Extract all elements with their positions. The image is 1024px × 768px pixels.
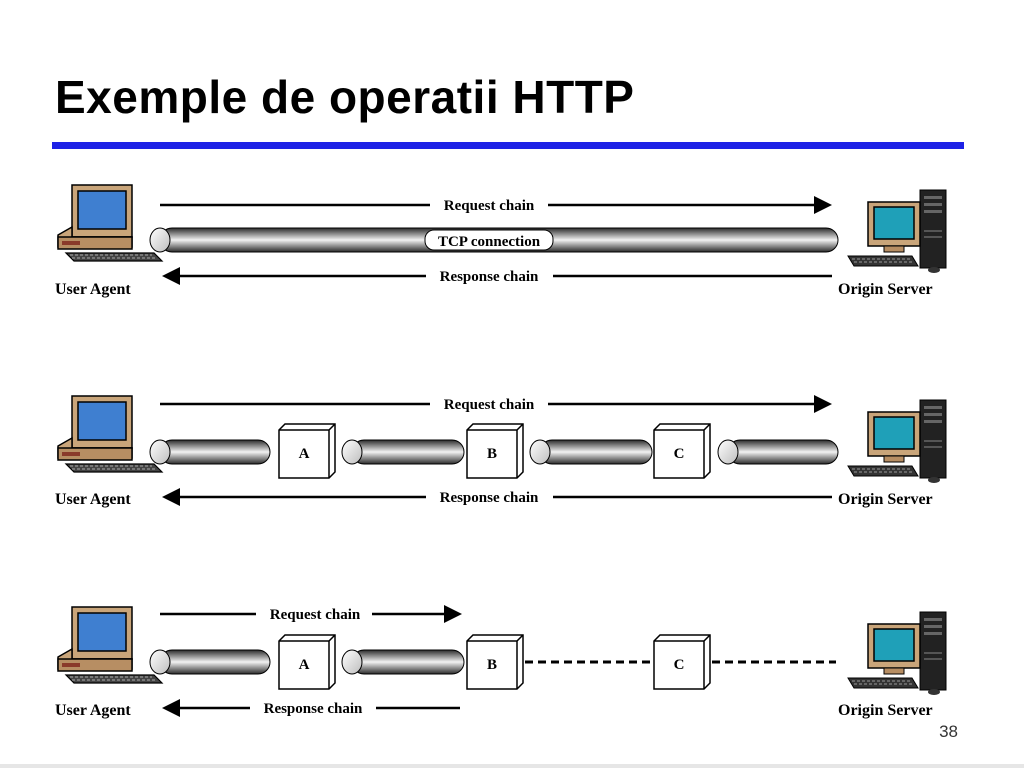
svg-text:A: A bbox=[299, 657, 310, 673]
pipe-segment bbox=[717, 439, 839, 465]
origin-server-icon bbox=[847, 611, 947, 696]
response-arrowhead bbox=[162, 488, 180, 506]
row-direct-connection: Request chain TCP connection Response ch… bbox=[55, 184, 947, 298]
request-arrowhead bbox=[444, 605, 462, 623]
origin-server-label: Origin Server bbox=[838, 491, 933, 508]
request-arrowhead bbox=[814, 395, 832, 413]
origin-server-icon bbox=[847, 399, 947, 484]
page-number: 38 bbox=[939, 722, 958, 741]
response-chain-label: Response chain bbox=[440, 269, 539, 285]
title-underline bbox=[52, 142, 964, 149]
footer-divider bbox=[0, 764, 1024, 768]
pipe-segment bbox=[149, 439, 271, 465]
tcp-connection-label: TCP connection bbox=[438, 234, 541, 250]
request-chain-label: Request chain bbox=[444, 198, 535, 214]
row-cached-response: Request chain A B C Response chain User … bbox=[55, 605, 947, 719]
svg-text:B: B bbox=[487, 446, 497, 462]
slide-title: Exemple de operatii HTTP bbox=[55, 71, 635, 123]
pipe-segment bbox=[341, 649, 465, 675]
response-chain-label: Response chain bbox=[440, 490, 539, 506]
pipe-segment bbox=[149, 649, 271, 675]
intermediary-a: A bbox=[278, 634, 336, 690]
tcp-connection-pipe: TCP connection bbox=[149, 227, 839, 253]
intermediary-b: B bbox=[466, 634, 524, 690]
request-chain-label: Request chain bbox=[270, 607, 361, 623]
svg-text:A: A bbox=[299, 446, 310, 462]
user-agent-label: User Agent bbox=[55, 281, 131, 298]
intermediary-a: A bbox=[278, 423, 336, 479]
response-arrowhead bbox=[162, 267, 180, 285]
intermediary-c: C bbox=[653, 423, 711, 479]
origin-server-label: Origin Server bbox=[838, 281, 933, 298]
origin-server-icon bbox=[847, 189, 947, 274]
user-agent-computer-icon bbox=[57, 184, 163, 262]
svg-text:C: C bbox=[674, 657, 685, 673]
svg-text:C: C bbox=[674, 446, 685, 462]
intermediary-c: C bbox=[653, 634, 711, 690]
response-arrowhead bbox=[162, 699, 180, 717]
user-agent-computer-icon bbox=[57, 606, 163, 684]
user-agent-label: User Agent bbox=[55, 702, 131, 719]
svg-text:B: B bbox=[487, 657, 497, 673]
origin-server-label: Origin Server bbox=[838, 702, 933, 719]
response-chain-label: Response chain bbox=[264, 701, 363, 717]
request-chain-label: Request chain bbox=[444, 397, 535, 413]
user-agent-computer-icon bbox=[57, 395, 163, 473]
pipe-segment bbox=[529, 439, 653, 465]
user-agent-label: User Agent bbox=[55, 491, 131, 508]
pipe-segment bbox=[341, 439, 465, 465]
intermediary-b: B bbox=[466, 423, 524, 479]
row-via-intermediaries: Request chain A B C bbox=[55, 395, 947, 508]
request-arrowhead bbox=[814, 196, 832, 214]
